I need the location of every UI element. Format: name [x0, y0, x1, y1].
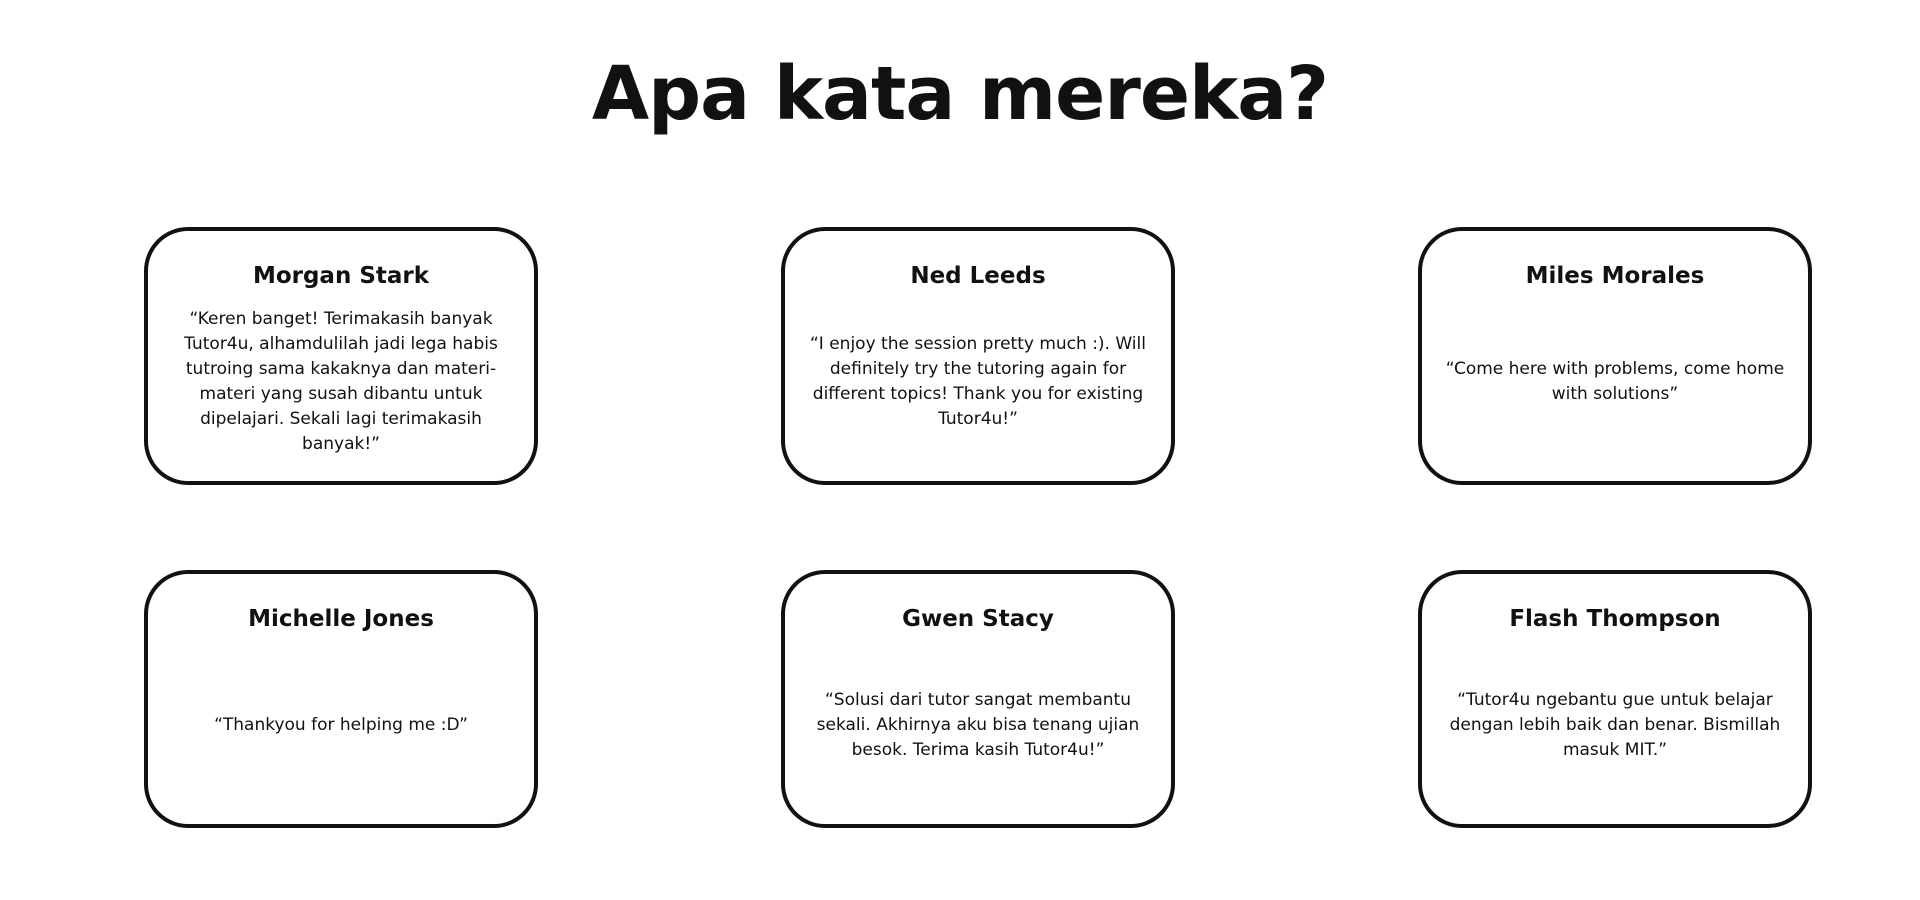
testimonial-name: Michelle Jones — [248, 606, 434, 632]
testimonial-quote: “Thankyou for helping me :D” — [214, 714, 468, 735]
testimonial-name: Gwen Stacy — [902, 606, 1054, 632]
testimonial-quote: “Come here with problems, come home with… — [1445, 359, 1785, 404]
testimonial-quote: “I enjoy the session pretty much :). Wil… — [810, 334, 1146, 429]
testimonial-name: Morgan Stark — [252, 263, 430, 289]
testimonial-quote: “Tutor4u ngebantu gue untuk belajar deng… — [1449, 689, 1781, 760]
testimonial-card: Ned Leeds “I enjoy the session pretty mu… — [781, 227, 1175, 485]
testimonial-name: Ned Leeds — [910, 263, 1046, 289]
section-heading: Apa kata mereka? — [591, 51, 1329, 137]
testimonial-name: Flash Thompson — [1509, 606, 1721, 632]
testimonial-card: Morgan Stark “Keren banget! Terimakasih … — [144, 227, 538, 485]
testimonial-card: Flash Thompson “Tutor4u ngebantu gue unt… — [1418, 570, 1812, 828]
testimonial-card: Miles Morales “Come here with problems, … — [1418, 227, 1812, 485]
testimonial-name: Miles Morales — [1525, 263, 1705, 289]
testimonial-quote: “Keren banget! Terimakasih banyak Tutor4… — [184, 309, 498, 454]
testimonial-card: Gwen Stacy “Solusi dari tutor sangat mem… — [781, 570, 1175, 828]
testimonial-quote: “Solusi dari tutor sangat membantu sekal… — [816, 689, 1140, 760]
testimonial-card: Michelle Jones “Thankyou for helping me … — [144, 570, 538, 828]
